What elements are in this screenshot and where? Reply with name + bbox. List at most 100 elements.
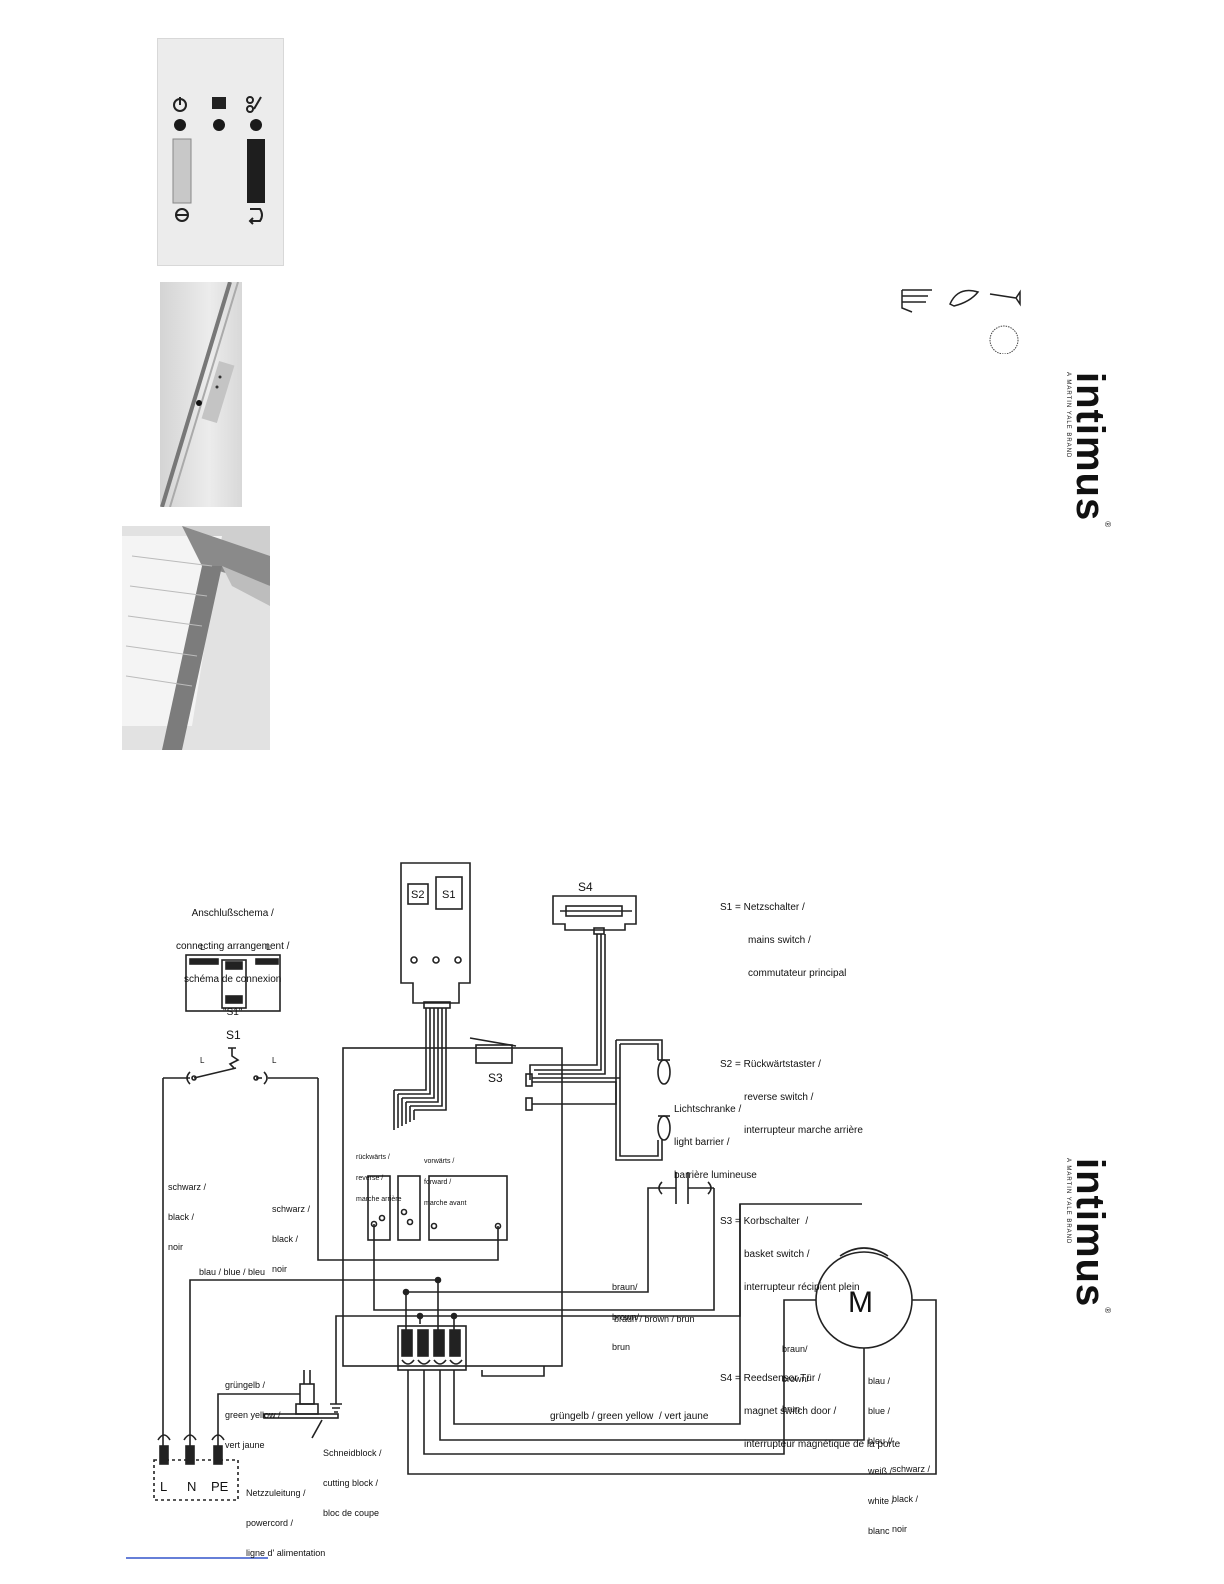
- connecting-title: Anschlußschema / connecting arrangement …: [176, 886, 289, 1029]
- basket-led-icon: [213, 119, 225, 131]
- cut-led-icon: [250, 119, 262, 131]
- legend-s2: S2 = Rückwärtstaster / reverse switch / …: [720, 1037, 900, 1158]
- label-line: noir: [168, 1242, 184, 1252]
- s1-arrangement-box: [185, 954, 281, 1012]
- s4-reed-sensor: [552, 895, 637, 931]
- label-line: brown/: [612, 1312, 640, 1322]
- s1-rocker: [221, 959, 247, 1009]
- label-line: rückwärts /: [356, 1154, 390, 1161]
- motor-label: M: [848, 1286, 873, 1319]
- plug-label-pe: PE: [211, 1479, 229, 1494]
- forward-relay-label: vorwärts / forward / marche avant: [424, 1144, 466, 1214]
- connecting-title-line: schéma de connexion: [184, 974, 282, 985]
- legend-s3: S3 = Korbschalter / basket switch / inte…: [720, 1194, 900, 1315]
- tie-warning-icon: [989, 289, 1021, 307]
- label-line: marche arrière: [356, 1196, 402, 1203]
- wire-black-mid-label: schwarz / black / noir: [272, 1184, 310, 1284]
- power-led-icon: [174, 119, 186, 131]
- s1-terminal-label-left: L: [200, 942, 206, 952]
- wire-brown-motor-label: braun/ brown/ brun: [782, 1324, 809, 1424]
- legend: S1 = Netzschalter / mains switch / commu…: [720, 858, 900, 1483]
- s1-contact-l-left: L: [200, 1056, 205, 1065]
- hand-warning-icon: [901, 289, 932, 313]
- terminal-block: [397, 1325, 467, 1371]
- legend-line: S1 = Netzschalter /: [720, 902, 805, 913]
- label-line: noir: [892, 1524, 908, 1534]
- plug-label-l: L: [160, 1479, 168, 1494]
- light-barrier-receiver: [657, 1115, 671, 1141]
- paper-feed-graphic: [122, 526, 270, 750]
- control-panel-photo: [157, 38, 284, 266]
- legend-line: commutateur principal: [748, 968, 847, 979]
- label-line: cutting block /: [323, 1478, 379, 1488]
- legend-line: interrupteur magnétique de la porte: [744, 1439, 901, 1450]
- wire-greenyellow-bottom-label: grüngelb / green yellow / vert jaune: [550, 1411, 709, 1422]
- label-line: brun: [612, 1342, 631, 1352]
- label-line: braun/: [612, 1282, 638, 1292]
- s1-terminal-label-right: L: [266, 942, 272, 952]
- label-line: blue /: [868, 1406, 891, 1416]
- label-line: vorwärts /: [424, 1158, 455, 1165]
- legend-s1: S1 = Netzschalter / mains switch / commu…: [720, 880, 900, 1001]
- label-line: white /: [868, 1496, 895, 1506]
- off-button-graphic: [172, 138, 192, 204]
- cutting-block-label: Schneidblock / cutting block / bloc de c…: [323, 1428, 382, 1528]
- label-line: barrière lumineuse: [674, 1170, 757, 1181]
- label-line: schwarz /: [892, 1464, 931, 1474]
- s3-switch: [475, 1044, 513, 1064]
- reverse-relay: [367, 1175, 391, 1241]
- forward-relay: [397, 1175, 421, 1241]
- label-line: ligne d' alimentation: [246, 1548, 326, 1558]
- label-line: black /: [168, 1212, 195, 1222]
- label-line: vert jaune: [225, 1440, 265, 1450]
- s1-board-label: S1: [442, 889, 456, 901]
- label-line: noir: [272, 1264, 288, 1274]
- connecting-title-line: "S1": [223, 1007, 243, 1018]
- label-line: brown/: [782, 1374, 810, 1384]
- legend-s4: S4 = Reedsensor Tür / magnet switch door…: [720, 1351, 900, 1472]
- wire-brown-cap-label: braun/ brown/ brun: [612, 1262, 639, 1362]
- s3-label: S3: [488, 1071, 503, 1085]
- label-line: braun/: [782, 1344, 808, 1354]
- legend-line: S2 = Rückwärtstaster /: [720, 1059, 821, 1070]
- basket-icon: [212, 97, 226, 109]
- wire-black-left-label: schwarz / black / noir: [168, 1162, 206, 1262]
- wire-blue-label: blau / blue / bleu: [199, 1267, 266, 1277]
- legend-line: interrupteur récipient plein: [744, 1282, 860, 1293]
- legend-line: mains switch /: [748, 935, 811, 946]
- jewelry-warning-icon: [989, 325, 1019, 355]
- label-line: green yellow /: [225, 1410, 281, 1420]
- enclosure-outline: [342, 1047, 563, 1367]
- legend-line: S4 = Reedsensor Tür /: [720, 1373, 821, 1384]
- label-line: grüngelb /: [225, 1380, 266, 1390]
- label-line: black /: [272, 1234, 299, 1244]
- label-line: marche avant: [424, 1200, 467, 1207]
- label-line: Schneidblock /: [323, 1448, 382, 1458]
- label-line: reverse /: [356, 1175, 384, 1182]
- wire-motor-blue-label: blau / blue / bleu // weiß / white / bla…: [868, 1356, 894, 1546]
- reverse-button-graphic: [247, 139, 265, 203]
- label-line: weiß /: [868, 1466, 893, 1476]
- reverse-arrow-icon: [248, 208, 263, 225]
- label-line: Lichtschranke /: [674, 1104, 742, 1115]
- s2-label: S2: [411, 889, 425, 901]
- paper-feed-photo: [122, 526, 270, 750]
- label-line: schwarz /: [272, 1204, 311, 1214]
- control-board: [400, 862, 471, 1004]
- label-line: forward /: [424, 1179, 452, 1186]
- legend-line: reverse switch /: [744, 1092, 814, 1103]
- light-barrier-emitter: [657, 1059, 671, 1085]
- label-line: schwarz /: [168, 1182, 207, 1192]
- connecting-title-line: connecting arrangement /: [176, 941, 290, 952]
- plug-label-n: N: [187, 1479, 197, 1494]
- s4-label: S4: [578, 880, 593, 894]
- s2-switch-box: [407, 883, 429, 905]
- legend-line: basket switch /: [744, 1249, 810, 1260]
- s1-switch-label: S1: [226, 1028, 241, 1042]
- s1-contact-l-right: L: [272, 1056, 277, 1065]
- s1-switch-box: [435, 876, 463, 910]
- light-barrier-label: Lichtschranke / light barrier / barrière…: [674, 1082, 757, 1192]
- legend-line: S3 = Korbschalter /: [720, 1216, 809, 1227]
- safety-symbols: [898, 282, 1028, 355]
